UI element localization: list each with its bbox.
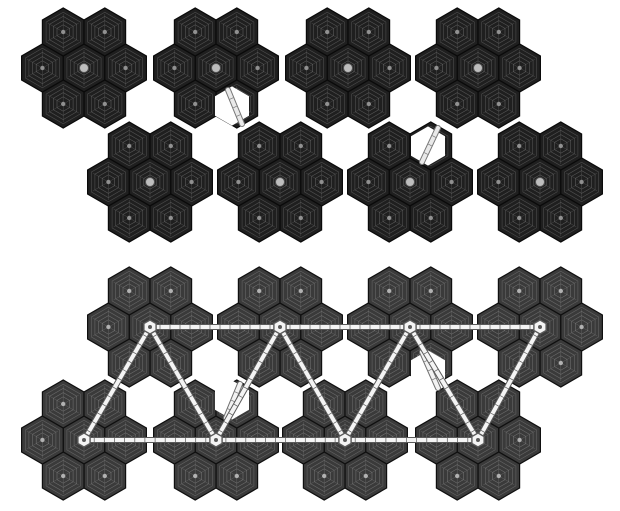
overlay-node bbox=[471, 432, 485, 448]
hex-cluster bbox=[347, 121, 473, 243]
overlay-edge bbox=[407, 324, 543, 330]
hex-cell bbox=[539, 266, 583, 316]
hex-cell bbox=[170, 157, 213, 207]
bottom-panel bbox=[21, 266, 604, 501]
overlay-edge bbox=[213, 437, 348, 443]
hex-cell bbox=[153, 43, 196, 93]
cluster-hub bbox=[211, 63, 221, 73]
cluster-hub bbox=[535, 177, 545, 187]
hex-cell bbox=[477, 7, 521, 57]
hex-cell bbox=[149, 266, 193, 316]
hex-cluster bbox=[217, 121, 343, 243]
hex-cell bbox=[41, 379, 85, 429]
hex-cell bbox=[435, 451, 479, 501]
hex-cell bbox=[279, 266, 323, 316]
hex-cell bbox=[347, 157, 390, 207]
hex-cell bbox=[41, 7, 85, 57]
framework-overlay bbox=[77, 319, 547, 448]
hex-cell bbox=[83, 451, 127, 501]
hex-cell bbox=[279, 121, 323, 171]
overlay-edge bbox=[213, 324, 283, 443]
hex-cell bbox=[258, 157, 302, 207]
overlay-edge bbox=[407, 324, 481, 443]
hex-cell bbox=[107, 266, 151, 316]
hex-cluster bbox=[21, 7, 147, 129]
hex-cell bbox=[237, 121, 281, 171]
hex-cell bbox=[86, 302, 130, 352]
hex-cell bbox=[217, 157, 260, 207]
hex-cell bbox=[305, 7, 349, 57]
hex-cell bbox=[477, 157, 520, 207]
overlay-node bbox=[209, 432, 223, 448]
overlay-node bbox=[403, 319, 417, 335]
hex-cell bbox=[430, 157, 473, 207]
cluster-hub bbox=[405, 177, 415, 187]
overlay-node bbox=[273, 319, 287, 335]
hex-cell bbox=[344, 451, 388, 501]
hex-cell bbox=[215, 7, 259, 57]
hex-cell bbox=[173, 79, 217, 129]
hex-cell bbox=[86, 157, 130, 207]
overlay-node bbox=[533, 319, 547, 335]
hex-cell bbox=[173, 7, 217, 57]
hex-cluster bbox=[86, 121, 213, 243]
overlay-node bbox=[338, 432, 352, 448]
hex-cell bbox=[237, 193, 281, 243]
hex-cell bbox=[367, 193, 411, 243]
hex-cell bbox=[409, 193, 453, 243]
hex-cell bbox=[347, 79, 391, 129]
hex-cell bbox=[347, 7, 391, 57]
cluster-hub bbox=[145, 177, 155, 187]
hex-cell bbox=[21, 415, 64, 465]
cluster-hub bbox=[343, 63, 353, 73]
hex-cell bbox=[107, 121, 151, 171]
linker-rod bbox=[225, 87, 245, 127]
hex-cell bbox=[497, 121, 541, 171]
hex-cell bbox=[62, 43, 106, 93]
linker-rod bbox=[419, 349, 441, 391]
hex-cell bbox=[435, 79, 479, 129]
hex-cluster bbox=[477, 121, 604, 243]
hex-cell bbox=[302, 451, 346, 501]
overlay-edge bbox=[147, 324, 219, 443]
hex-cluster bbox=[415, 7, 542, 129]
hex-cell bbox=[41, 451, 85, 501]
overlay-edge bbox=[277, 324, 348, 443]
overlay-edge bbox=[147, 324, 283, 330]
hex-cell bbox=[215, 451, 259, 501]
overlay-edge bbox=[342, 324, 413, 443]
hex-cell bbox=[409, 266, 453, 316]
overlay-edge bbox=[81, 437, 219, 443]
overlay-edge bbox=[342, 437, 481, 443]
overlay-edge bbox=[277, 324, 413, 330]
hex-cell bbox=[560, 157, 604, 207]
hex-cluster bbox=[285, 7, 411, 129]
overlay-edge bbox=[81, 324, 153, 443]
cluster-hub bbox=[79, 63, 89, 73]
cluster-hub bbox=[275, 177, 285, 187]
hex-cell bbox=[477, 451, 521, 501]
hex-cell bbox=[83, 7, 127, 57]
hex-cell bbox=[435, 7, 479, 57]
cluster-hub bbox=[473, 63, 483, 73]
overlay-node bbox=[77, 432, 91, 448]
hex-cluster bbox=[477, 266, 604, 388]
overlay-edge bbox=[475, 324, 543, 443]
linker-rod bbox=[419, 125, 441, 165]
hex-cell bbox=[539, 338, 583, 388]
hex-cell bbox=[173, 451, 217, 501]
overlay-node bbox=[143, 319, 157, 335]
hex-cell bbox=[497, 266, 541, 316]
hex-cell bbox=[539, 121, 583, 171]
hex-cell bbox=[149, 121, 193, 171]
hex-cell bbox=[498, 415, 542, 465]
top-panel bbox=[21, 7, 604, 243]
